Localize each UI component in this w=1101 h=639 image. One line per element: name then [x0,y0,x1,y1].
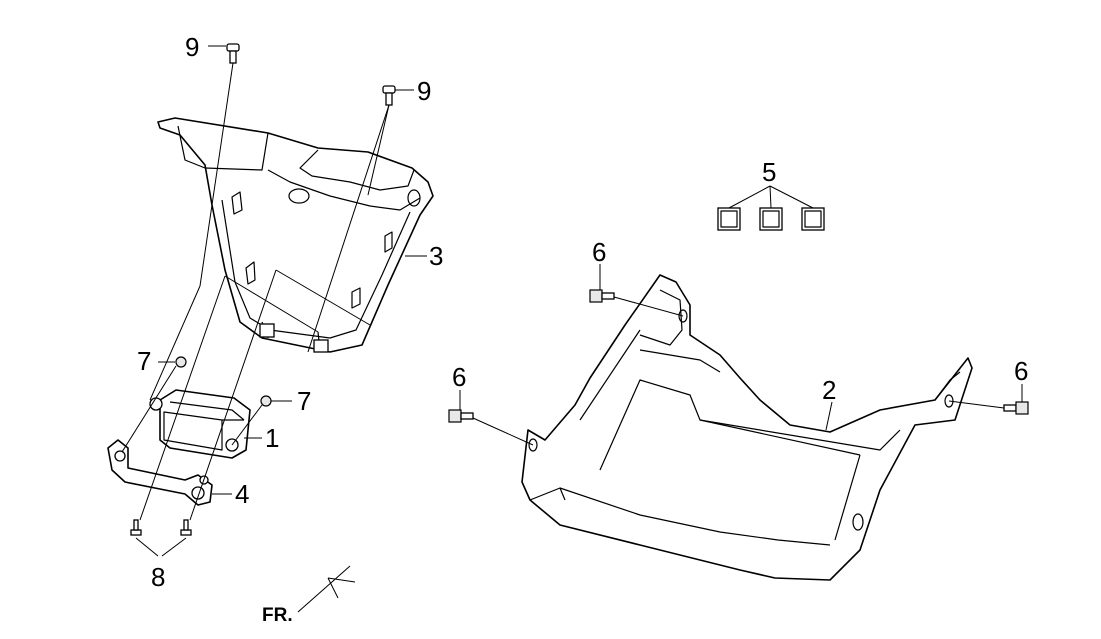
callout-3: 3 [429,241,443,271]
screw-8-left [130,519,142,536]
callout-6-right: 6 [1014,356,1028,386]
bolt-6-left [448,409,474,423]
nut-7-upper [175,356,187,368]
screw-8-right [180,519,192,536]
callout-7-upper: 7 [137,346,151,376]
callout-6-upper: 6 [592,237,606,267]
screw-9-right [382,85,396,106]
callout-6-left: 6 [452,362,466,392]
nut-7-lower [260,395,272,407]
part-3-guard-panel [157,117,434,353]
leader-lines [121,45,1023,557]
part-1-box-component [149,389,251,459]
callout-4: 4 [235,479,249,509]
front-direction-indicator: FR. [262,565,356,626]
callout-5: 5 [762,157,776,187]
part-2-lower-panel [521,274,973,581]
callout-8: 8 [151,562,165,592]
bolt-6-right [1003,401,1029,415]
callout-9-right: 9 [417,76,431,106]
part-5-clips [717,207,825,231]
callout-2: 2 [822,375,836,405]
screw-9-left [226,43,240,64]
bolt-6-upper [589,289,615,303]
callout-7-lower: 7 [297,386,311,416]
direction-label: FR. [262,605,293,626]
callout-1: 1 [265,423,279,453]
callout-9-left: 9 [185,32,199,62]
